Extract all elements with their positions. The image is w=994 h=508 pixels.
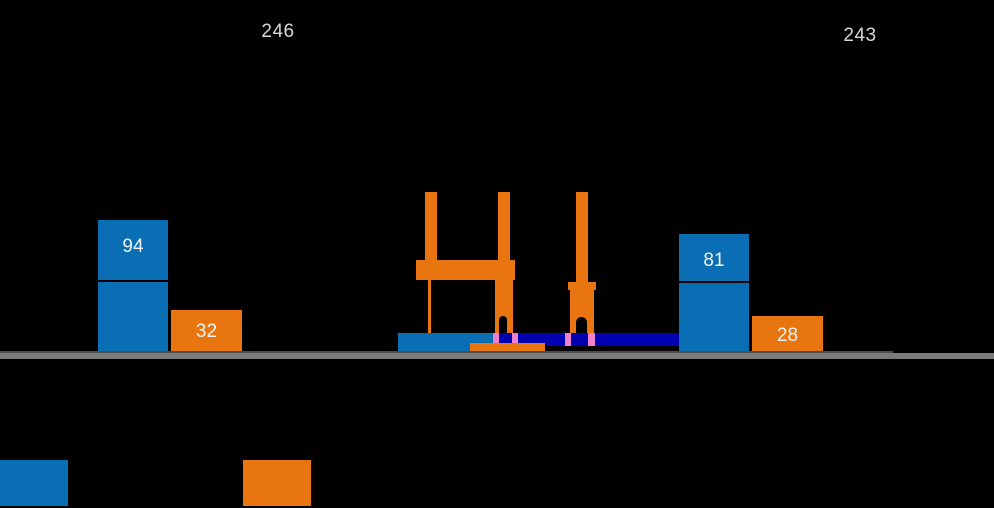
bar-orange-left[interactable]: 32: [171, 310, 242, 351]
orange-column-3[interactable]: [576, 192, 588, 282]
strip-black-center: [545, 346, 680, 353]
bar-blue-right[interactable]: 81: [679, 234, 749, 351]
bar-orange-right[interactable]: 28: [752, 316, 823, 351]
bar-value-label-blue-right: 81: [703, 250, 725, 271]
baseline-dark-segment: [0, 351, 893, 353]
baseline-axis-line: [0, 353, 994, 359]
orange-pier-3-arch-cutout: [576, 317, 587, 346]
legend-swatch-blue[interactable]: [0, 460, 68, 506]
band-orange-center[interactable]: [470, 343, 545, 354]
group-total-label-left: 246: [261, 21, 295, 42]
orange-crossbar[interactable]: [416, 260, 515, 280]
pink-marker-4[interactable]: [588, 333, 595, 351]
orange-column-2[interactable]: [498, 192, 510, 260]
orange-capital-3[interactable]: [568, 282, 596, 290]
legend: [0, 460, 994, 508]
bar-group-right: 81 28: [679, 234, 823, 351]
legend-swatch-orange[interactable]: [243, 460, 311, 506]
pink-marker-2[interactable]: [512, 333, 518, 351]
orange-column-1[interactable]: [425, 192, 437, 260]
bar-group-center: [398, 192, 680, 354]
bar-segment-divider-left: [98, 280, 168, 282]
bar-group-left: 94 32: [98, 220, 242, 351]
pink-marker-1[interactable]: [493, 333, 499, 351]
orange-pier-2-arch-cutout: [499, 316, 507, 346]
bar-value-label-orange-right: 28: [776, 325, 799, 346]
bar-segment-divider-right: [679, 281, 749, 283]
bar-value-label-blue-left: 94: [122, 236, 144, 257]
orange-dropline-left[interactable]: [428, 280, 431, 346]
bar-value-label-orange-left: 32: [195, 321, 218, 342]
bar-blue-left[interactable]: 94: [98, 220, 168, 351]
pink-marker-3[interactable]: [565, 333, 571, 351]
group-total-label-right: 243: [843, 25, 877, 46]
